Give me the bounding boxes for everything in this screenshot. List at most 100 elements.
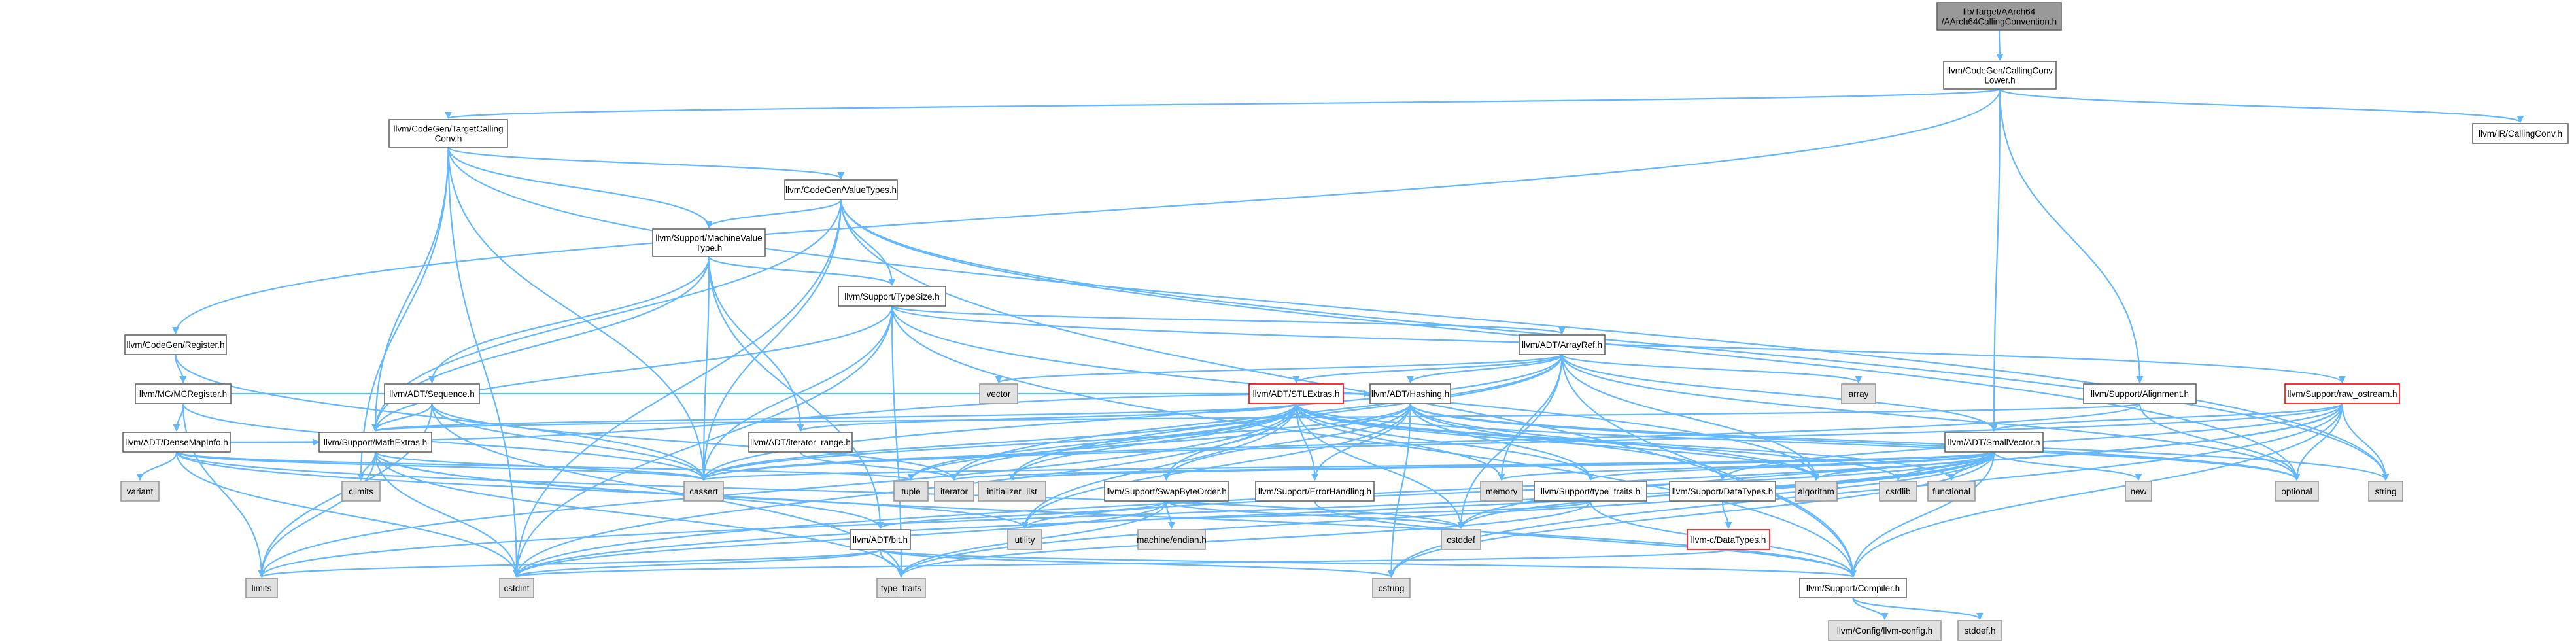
node-box — [934, 481, 974, 502]
node-label: llvm/ADT/ArrayRef.h — [1522, 340, 1602, 350]
node-box — [499, 578, 534, 598]
graph-node-ir[interactable]: llvm/ADT/iterator_range.h — [748, 432, 853, 453]
edge-n_ar-to-n_sv — [1561, 354, 1995, 431]
graph-node-reg[interactable]: llvm/CodeGen/Register.h — [124, 334, 227, 355]
graph-node-typetraits: type_traits — [876, 578, 926, 598]
node-box — [1944, 432, 2044, 453]
node-box — [2368, 481, 2403, 502]
node-label: llvm/ADT/Sequence.h — [389, 389, 475, 399]
edge-n_me-to-n_cstdint — [374, 451, 517, 577]
edge-n_tcc-to-n_mvt — [447, 147, 710, 228]
graph-node-dmi[interactable]: llvm/ADT/DenseMapInfo.h — [122, 432, 231, 453]
node-box — [318, 432, 432, 453]
graph-node-ts[interactable]: llvm/Support/TypeSize.h — [838, 286, 946, 307]
graph-node-irccv[interactable]: llvm/IR/CallingConv.h — [2472, 123, 2569, 144]
edge-n_ar-to-n_vector — [999, 353, 1563, 383]
graph-node-align[interactable]: llvm/Support/Alignment.h — [2083, 383, 2197, 404]
node-label: llvm/Support/MathExtras.h — [324, 438, 427, 447]
node-box — [1841, 383, 1876, 404]
node-box — [1879, 481, 1917, 502]
graph-node-seq[interactable]: llvm/ADT/Sequence.h — [384, 383, 480, 404]
node-box — [1480, 481, 1523, 502]
graph-node-tt[interactable]: llvm/Support/type_traits.h — [1534, 481, 1647, 502]
edge-n_hash-to-n_tuple — [911, 403, 1411, 480]
node-box — [1369, 383, 1451, 404]
graph-node-limits: limits — [245, 578, 278, 598]
graph-node-cfg: llvm/Config/llvm-config.h — [1828, 620, 1942, 641]
graph-node-tuple: tuple — [893, 481, 929, 502]
node-label: Conv.h — [435, 134, 462, 144]
node-label: optional — [2281, 487, 2312, 496]
node-label: vector — [987, 389, 1011, 399]
graph-node-dt[interactable]: llvm/Support/DataTypes.h — [1669, 481, 1776, 502]
edge-n_me-to-n_cassert — [374, 451, 704, 480]
graph-node-eh[interactable]: llvm/Support/ErrorHandling.h — [1255, 481, 1375, 502]
node-label: cstdlib — [1885, 487, 1910, 496]
edge-n_sv-to-n_typetraits — [901, 451, 1995, 577]
graph-node-root[interactable]: lib/Target/AArch64/AArch64CallingConvent… — [1936, 2, 2062, 31]
edge-n_tt-to-n_utility — [1025, 500, 1592, 528]
edge-n_sv-to-n_cstring — [1392, 451, 1995, 577]
node-box — [1441, 529, 1481, 550]
node-label: functional — [1932, 487, 1970, 496]
edge-n_hash-to-n_cassert — [704, 403, 1411, 480]
edge-n_align-to-n_me — [375, 402, 2141, 431]
edge-n_vt-to-n_ts — [840, 199, 892, 285]
edge-layer — [140, 29, 2520, 619]
edge-n_ir-to-n_iterator — [799, 451, 954, 480]
graph-node-bit[interactable]: llvm/ADT/bit.h — [850, 529, 911, 550]
node-box — [2284, 383, 2400, 404]
node-label: llvm/Support/raw_ostream.h — [2287, 389, 2397, 399]
node-label: type_traits — [881, 583, 922, 593]
graph-node-comp[interactable]: llvm/Support/Compiler.h — [1799, 578, 1907, 598]
graph-node-iterator: iterator — [934, 481, 974, 502]
node-label: new — [2131, 487, 2147, 496]
graph-node-sbo[interactable]: llvm/Support/SwapByteOrder.h — [1104, 481, 1229, 502]
graph-node-ros[interactable]: llvm/Support/raw_ostream.h — [2284, 383, 2400, 404]
node-box — [135, 383, 232, 404]
node-label: llvm/Support/DataTypes.h — [1672, 487, 1774, 496]
graph-node-algorithm: algorithm — [1795, 481, 1838, 502]
node-box — [1372, 578, 1411, 598]
edge-n_vt-to-n_comp — [840, 199, 1853, 577]
node-box — [1828, 620, 1942, 641]
edge-n_seq-to-n_iterator — [431, 403, 955, 480]
node-box — [1943, 61, 2057, 90]
edge-n_vt-to-n_string — [840, 199, 2386, 480]
edge-n_vt-to-n_mvt — [709, 199, 842, 228]
graph-node-vt[interactable]: llvm/CodeGen/ValueTypes.h — [784, 179, 898, 200]
graph-node-stl[interactable]: llvm/ADT/STLExtras.h — [1248, 383, 1344, 404]
graph-node-utility: utility — [1007, 529, 1042, 550]
edge-n_vt-to-n_cstdint — [517, 199, 842, 577]
node-label: memory — [1486, 487, 1518, 496]
graph-node-sv[interactable]: llvm/ADT/SmallVector.h — [1944, 432, 2044, 453]
graph-node-me[interactable]: llvm/Support/MathExtras.h — [318, 432, 432, 453]
node-box — [893, 481, 929, 502]
node-box — [1104, 481, 1229, 502]
node-label: Lower.h — [1984, 76, 2015, 86]
edge-n_vt-to-n_cassert — [704, 199, 842, 480]
edge-n_ts-to-n_ros — [891, 305, 2343, 383]
graph-node-mcreg[interactable]: llvm/MC/MCRegister.h — [135, 383, 232, 404]
graph-node-optional: optional — [2275, 481, 2319, 502]
edge-n_cclower-to-n_align — [1999, 88, 2140, 383]
node-box — [2125, 481, 2152, 502]
node-label: llvm/Support/Alignment.h — [2091, 389, 2189, 399]
edge-n_eh-to-n_comp — [1314, 500, 1853, 577]
edge-n_ros-to-n_optional — [2297, 403, 2343, 480]
edge-n_align-to-n_optional — [2138, 403, 2297, 480]
graph-node-ar[interactable]: llvm/ADT/ArrayRef.h — [1519, 334, 1606, 355]
node-label: llvm/ADT/bit.h — [853, 535, 908, 545]
edge-n_seq-to-n_cassert — [431, 403, 704, 480]
edge-n_mvt-to-n_me — [375, 256, 710, 431]
node-label: llvm/CodeGen/CallingConv — [1947, 66, 2053, 76]
graph-node-cdt[interactable]: llvm-c/DataTypes.h — [1687, 529, 1770, 550]
node-label: iterator — [940, 487, 969, 496]
node-label: variant — [127, 487, 154, 496]
edge-n_mvt-to-n_ts — [708, 256, 892, 285]
edge-n_sbo-to-n_mendian — [1165, 500, 1172, 528]
graph-node-hash[interactable]: llvm/ADT/Hashing.h — [1369, 383, 1451, 404]
